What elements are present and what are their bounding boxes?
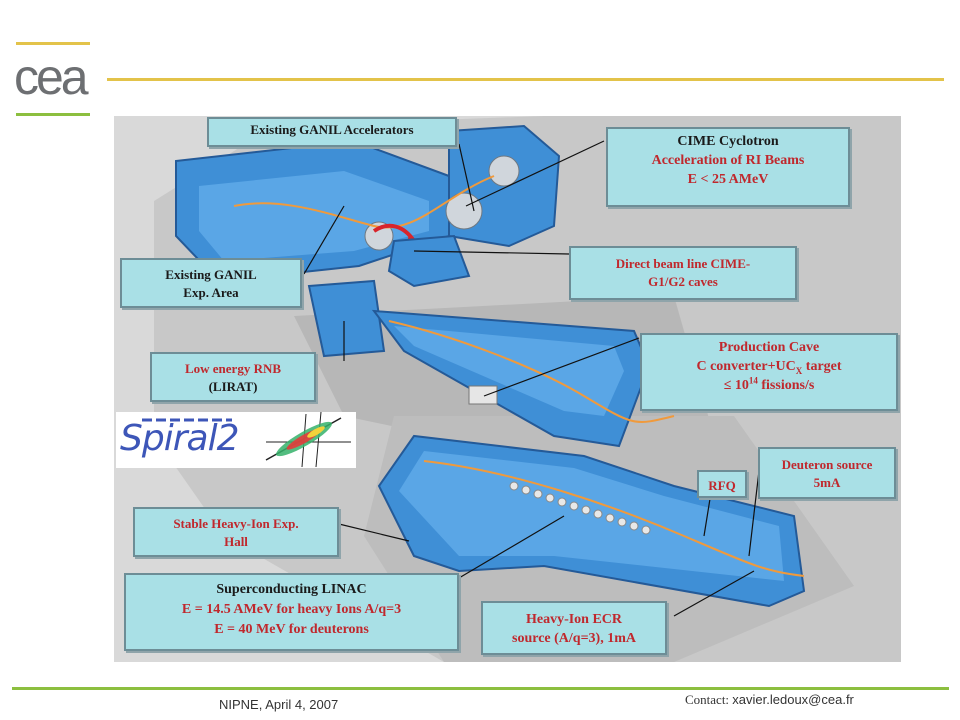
production-line2-sup: 14 xyxy=(748,375,758,386)
callout-cime-line2: E < 25 AMeV xyxy=(687,172,769,187)
callout-ecr-line1: Heavy-Ion ECR xyxy=(525,612,623,627)
header-divider xyxy=(107,78,944,81)
production-line1-a: C converter+UC xyxy=(696,359,796,374)
cyclotron-1 xyxy=(445,192,483,230)
callout-cime-line1: Acceleration of RI Beams xyxy=(651,153,805,168)
callout-ecr-line2: source (A/q=3), 1mA xyxy=(512,631,636,646)
callout-low-energy-line1: Low energy RNB xyxy=(184,361,282,376)
callout-production-cave: Production Cave C converter+UCX target ≤… xyxy=(640,333,898,411)
spiral2-logo: Spiral2 xyxy=(116,412,356,468)
callout-rfq: RFQ xyxy=(697,470,747,498)
footer-contact-email: xavier.ledoux@cea.fr xyxy=(732,692,854,707)
callout-existing-exp-area: Existing GANIL Exp. Area xyxy=(120,258,302,308)
beam-line-upper xyxy=(233,175,495,229)
footer-contact: Contact: xavier.ledoux@cea.fr xyxy=(685,692,854,708)
spiral2-logo-graphic xyxy=(142,412,351,468)
production-line2-a: ≤ 10 xyxy=(723,378,749,393)
callout-low-energy-rnb: Low energy RNB (LIRAT) xyxy=(150,352,316,402)
callout-existing-accelerators-text: Existing GANIL Accelerators xyxy=(250,122,414,137)
direct-beam-caves xyxy=(387,234,471,288)
production-floor xyxy=(394,326,624,416)
callout-superconducting-linac: Superconducting LINAC E = 14.5 AMeV for … xyxy=(124,573,459,651)
production-target xyxy=(468,385,498,405)
logo-bottom-rule xyxy=(16,113,90,116)
callout-production-title: Production Cave xyxy=(718,340,820,355)
callout-stable-heavy-ion-hall: Stable Heavy-Ion Exp. Hall xyxy=(133,507,339,557)
linac-floor xyxy=(399,451,784,581)
callout-direct-beam-line: Direct beam line CIME- G1/G2 caves xyxy=(569,246,797,300)
footer-date: NIPNE, April 4, 2007 xyxy=(219,697,339,712)
callout-existing-accelerators: Existing GANIL Accelerators xyxy=(207,117,457,147)
callout-rfq-text: RFQ xyxy=(708,478,736,493)
footer-divider xyxy=(12,687,949,690)
production-line2-b: fissions/s xyxy=(757,378,815,393)
callout-cime-cyclotron: CIME Cyclotron Acceleration of RI Beams … xyxy=(606,127,850,207)
callout-linac-line2: E = 40 MeV for deuterons xyxy=(214,622,369,637)
callout-stable-line2: Hall xyxy=(224,534,248,549)
facility-diagram xyxy=(114,116,901,662)
callout-direct-beam-line1: Direct beam line CIME- xyxy=(615,256,751,271)
lirat-building xyxy=(307,279,386,358)
callout-deuteron-line1: Deuteron source xyxy=(781,457,873,472)
callout-direct-beam-line2: G1/G2 caves xyxy=(648,274,718,289)
callout-deuteron-source: Deuteron source 5mA xyxy=(758,447,896,499)
production-line1-b: target xyxy=(802,359,842,374)
beam-line-linac xyxy=(423,460,805,577)
callout-linac-line1: E = 14.5 AMeV for heavy Ions A/q=3 xyxy=(181,602,402,617)
cyclotron-3 xyxy=(364,221,394,251)
cea-logo: cea xyxy=(14,49,89,105)
callout-linac-title: Superconducting LINAC xyxy=(216,582,367,597)
cyclotron-2 xyxy=(488,155,520,187)
callout-exp-area-line2: Exp. Area xyxy=(183,285,239,300)
callout-production-line1: C converter+UCX target xyxy=(646,357,892,376)
linac-cavities xyxy=(509,481,651,535)
logo-top-rule xyxy=(16,42,90,45)
callout-cime-title: CIME Cyclotron xyxy=(677,134,779,149)
production-line1-sub: X xyxy=(795,365,803,376)
footer-contact-label: Contact: xyxy=(685,692,733,707)
spiral2-logo-text: Spiral2 xyxy=(120,418,239,459)
callout-deuteron-line2: 5mA xyxy=(813,475,841,490)
callout-heavy-ion-ecr: Heavy-Ion ECR source (A/q=3), 1mA xyxy=(481,601,667,655)
callout-exp-area-line1: Existing GANIL xyxy=(165,267,257,282)
callout-stable-line1: Stable Heavy-Ion Exp. xyxy=(173,516,299,531)
callout-low-energy-line2: (LIRAT) xyxy=(208,379,258,394)
callout-pointers xyxy=(303,140,760,617)
callout-production-line2: ≤ 1014 fissions/s xyxy=(646,376,892,395)
beam-line-middle xyxy=(388,320,675,423)
